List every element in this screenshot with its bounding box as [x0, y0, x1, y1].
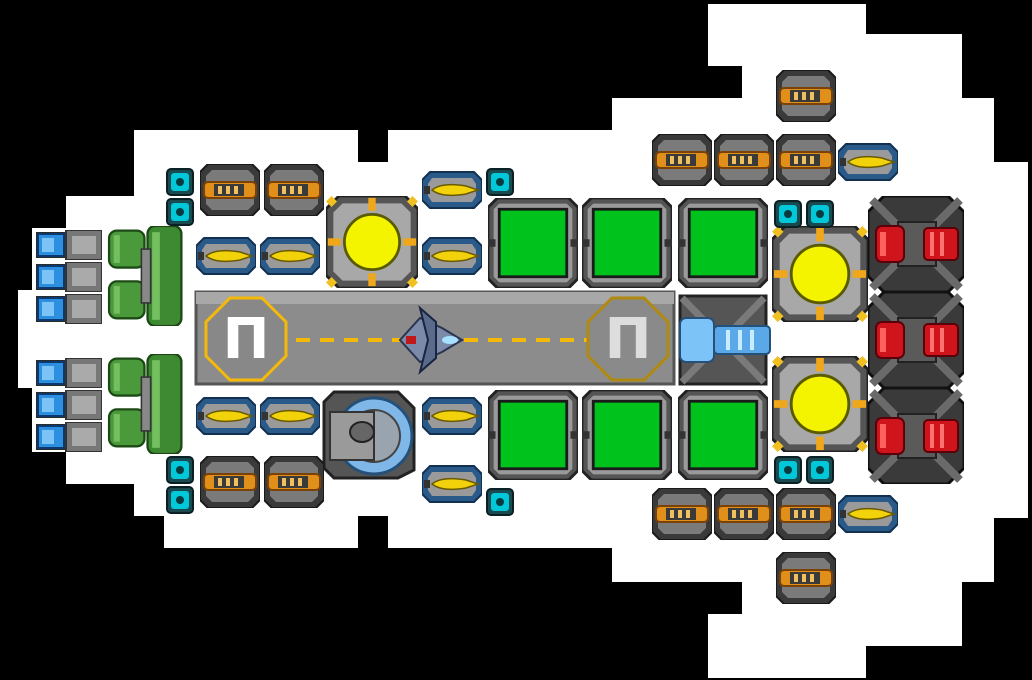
cyan-sensor-icon[interactable] [166, 456, 194, 484]
pad-mark-right: Π [605, 307, 652, 372]
blue-laser-turret-icon[interactable] [422, 237, 482, 275]
blue-thruster-icon[interactable] [36, 294, 102, 324]
orange-turret-icon[interactable] [776, 70, 836, 122]
green-cargo-bay-icon[interactable] [582, 390, 672, 480]
landing-pad-right: Π [586, 296, 670, 382]
blue-thruster-icon[interactable] [36, 230, 102, 260]
yellow-gyro-icon[interactable] [772, 226, 868, 322]
blue-laser-turret-icon[interactable] [422, 465, 482, 503]
blue-laser-turret-icon[interactable] [260, 237, 320, 275]
green-cargo-bay-icon[interactable] [582, 198, 672, 288]
orange-turret-icon[interactable] [652, 488, 712, 540]
red-reactor-icon[interactable] [868, 196, 964, 292]
orange-turret-icon[interactable] [776, 134, 836, 186]
green-cargo-bay-icon[interactable] [678, 390, 768, 480]
green-cargo-bay-icon[interactable] [678, 198, 768, 288]
green-cargo-bay-icon[interactable] [488, 198, 578, 288]
landing-deck: Π Π [194, 290, 676, 386]
red-reactor-icon[interactable] [868, 388, 964, 484]
cyan-sensor-icon[interactable] [486, 488, 514, 516]
blue-laser-turret-icon[interactable] [196, 397, 256, 435]
cyan-sensor-icon[interactable] [774, 456, 802, 484]
pad-mark-left: Π [223, 307, 270, 372]
red-reactor-icon[interactable] [868, 292, 964, 388]
orange-turret-icon[interactable] [652, 134, 712, 186]
blue-laser-turret-icon[interactable] [196, 237, 256, 275]
blue-laser-turret-icon[interactable] [422, 397, 482, 435]
rail-cannon-icon[interactable] [678, 294, 771, 386]
shield-generator-icon[interactable] [322, 390, 416, 480]
orange-turret-icon[interactable] [776, 552, 836, 604]
green-cargo-bay-icon[interactable] [488, 390, 578, 480]
cyan-sensor-icon[interactable] [806, 200, 834, 228]
orange-turret-icon[interactable] [200, 164, 260, 216]
yellow-gyro-icon[interactable] [326, 196, 418, 288]
fighter-ship-icon[interactable] [398, 305, 464, 375]
orange-turret-icon[interactable] [264, 164, 324, 216]
blue-thruster-icon[interactable] [36, 358, 102, 388]
blue-thruster-icon[interactable] [36, 390, 102, 420]
blue-laser-turret-icon[interactable] [838, 143, 898, 181]
blue-laser-turret-icon[interactable] [260, 397, 320, 435]
orange-turret-icon[interactable] [714, 134, 774, 186]
cyan-sensor-icon[interactable] [166, 486, 194, 514]
orange-turret-icon[interactable] [200, 456, 260, 508]
cyan-sensor-icon[interactable] [166, 168, 194, 196]
cyan-sensor-icon[interactable] [806, 456, 834, 484]
orange-turret-icon[interactable] [714, 488, 774, 540]
cyan-sensor-icon[interactable] [486, 168, 514, 196]
orange-turret-icon[interactable] [264, 456, 324, 508]
landing-pad-left: Π [204, 296, 288, 382]
yellow-gyro-icon[interactable] [772, 356, 868, 452]
blue-laser-turret-icon[interactable] [422, 171, 482, 209]
orange-turret-icon[interactable] [776, 488, 836, 540]
cyan-sensor-icon[interactable] [166, 198, 194, 226]
blue-thruster-icon[interactable] [36, 262, 102, 292]
blue-laser-turret-icon[interactable] [838, 495, 898, 533]
blue-thruster-icon[interactable] [36, 422, 102, 452]
cyan-sensor-icon[interactable] [774, 200, 802, 228]
